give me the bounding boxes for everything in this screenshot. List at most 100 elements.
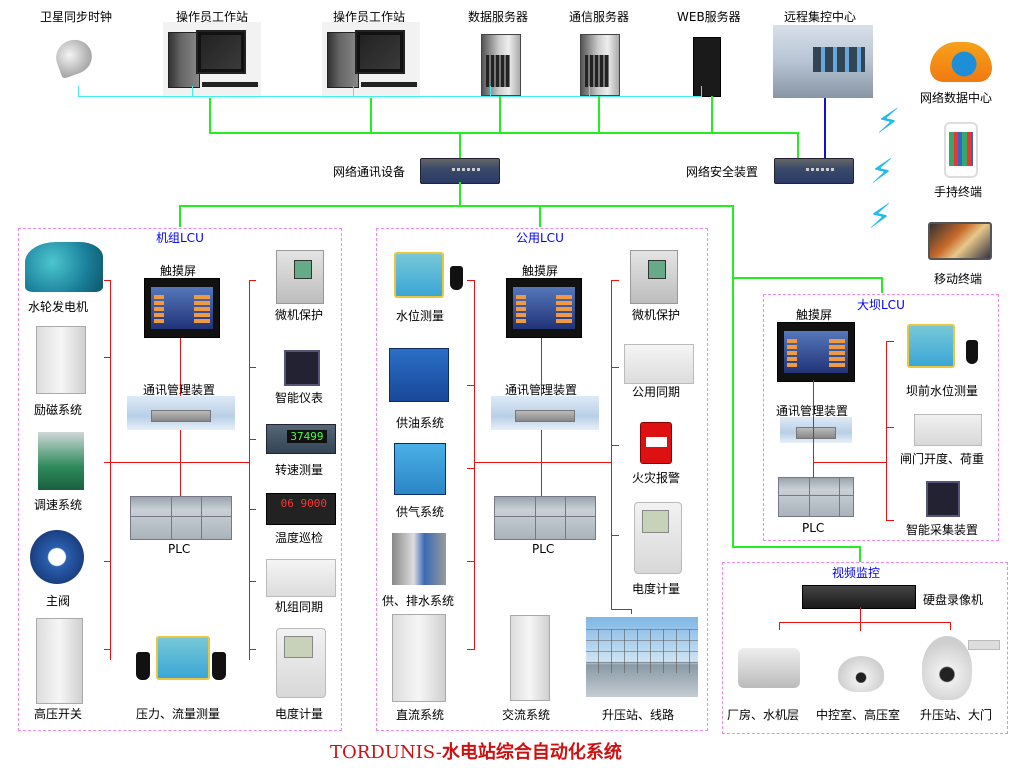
firewall-icon bbox=[774, 158, 854, 184]
ethernet-drop-line bbox=[179, 205, 181, 227]
sync-drop-line bbox=[701, 86, 702, 97]
monitor-icon bbox=[355, 30, 405, 74]
touch-screen-icon bbox=[506, 278, 582, 338]
flow-meter-icon bbox=[156, 636, 210, 680]
lcu-distribution-line bbox=[179, 205, 734, 207]
synchronizer-icon bbox=[624, 344, 694, 384]
bus-tap bbox=[886, 341, 894, 342]
wireless-bolt-icon: ⚡ bbox=[868, 197, 892, 237]
plc-icon bbox=[778, 477, 854, 517]
ethernet-drop-line bbox=[859, 546, 861, 562]
satellite-dish-icon bbox=[51, 34, 97, 80]
dam-right-label: 坝前水位测量 bbox=[906, 384, 979, 398]
bus-tap bbox=[611, 367, 619, 368]
dam-right-bus bbox=[886, 341, 887, 521]
hydro-generator-icon bbox=[25, 242, 103, 292]
dvr-label: 硬盘录像机 bbox=[923, 593, 984, 607]
oil-system-icon bbox=[389, 348, 449, 402]
dvr-icon bbox=[802, 585, 916, 609]
bus-tap bbox=[249, 649, 256, 650]
camera-mount-icon bbox=[968, 640, 1000, 650]
bus-tap bbox=[249, 581, 256, 582]
camera-label: 厂房、水机层 bbox=[727, 708, 800, 722]
comm-server-icon bbox=[580, 34, 620, 96]
dam-plc-label: PLC bbox=[802, 521, 825, 535]
control-room-icon bbox=[773, 25, 873, 98]
plc-icon bbox=[494, 496, 596, 540]
unit-left-label: 主阀 bbox=[46, 594, 71, 608]
unit-right-label: 温度巡检 bbox=[275, 531, 324, 545]
handheld-terminal-label: 手持终端 bbox=[934, 185, 983, 199]
public-left-label: 供气系统 bbox=[396, 505, 445, 519]
ethernet-drop-line bbox=[459, 132, 461, 158]
camera-label: 升压站、大门 bbox=[920, 708, 993, 722]
energy-meter-icon bbox=[276, 628, 326, 698]
probe-icon bbox=[212, 652, 226, 680]
public-bottom-label: 交流系统 bbox=[502, 708, 551, 722]
bus-tap bbox=[611, 609, 632, 610]
ethernet-drop-line bbox=[711, 96, 713, 133]
dam-right-label: 闸门开度、荷重 bbox=[900, 452, 985, 466]
web-server-label: WEB服务器 bbox=[677, 10, 741, 24]
gate-display-icon bbox=[914, 414, 982, 446]
ethernet-backbone-line bbox=[209, 132, 799, 134]
unit-left-label: 水轮发电机 bbox=[28, 300, 89, 314]
sync-bus-line bbox=[202, 96, 602, 97]
touch-screen-icon bbox=[144, 278, 220, 338]
sync-drop-line bbox=[490, 86, 491, 97]
video-surveillance-group bbox=[722, 562, 1008, 734]
ac-cabinet-icon bbox=[510, 615, 550, 701]
data-server-icon bbox=[481, 34, 521, 96]
ethernet-branch-line bbox=[732, 277, 882, 279]
dam-touch-label: 触摸屏 bbox=[796, 308, 833, 322]
public-bottom-label: 升压站、线路 bbox=[602, 708, 675, 722]
dome-camera-icon bbox=[838, 656, 884, 692]
bus-tap bbox=[467, 561, 475, 562]
smart-collector-icon bbox=[926, 481, 960, 517]
governor-icon bbox=[38, 432, 84, 490]
comm-manager-icon bbox=[780, 417, 852, 443]
unit-comm-label: 通讯管理装置 bbox=[143, 383, 216, 397]
main-valve-icon bbox=[30, 530, 84, 584]
network-security-device-label: 网络安全装置 bbox=[686, 165, 759, 179]
dam-right-label: 智能采集装置 bbox=[906, 523, 979, 537]
public-right-label: 火灾报警 bbox=[632, 471, 681, 485]
web-server-icon bbox=[693, 37, 721, 97]
bullet-camera-icon bbox=[738, 648, 800, 688]
bus-tap bbox=[611, 535, 619, 536]
public-right-label: 公用同期 bbox=[632, 385, 681, 399]
unit-plc-label: PLC bbox=[168, 542, 191, 556]
dam-lcu-group bbox=[763, 294, 999, 541]
remote-control-center-label: 远程集控中心 bbox=[784, 10, 857, 24]
ethernet-drop-line bbox=[598, 96, 600, 133]
bus-tap bbox=[631, 609, 632, 614]
energy-meter-icon bbox=[634, 502, 682, 574]
unit-right-label: 智能仪表 bbox=[275, 391, 324, 405]
public-left-label: 水位测量 bbox=[396, 309, 445, 323]
substation-icon bbox=[586, 617, 698, 697]
bus-tap bbox=[249, 439, 256, 440]
public-right-label: 微机保护 bbox=[632, 308, 681, 322]
data-server-label: 数据服务器 bbox=[468, 10, 529, 24]
unit-left-label: 高压开关 bbox=[34, 707, 83, 721]
comm-manager-icon bbox=[127, 396, 235, 430]
public-left-label: 直流系统 bbox=[396, 708, 445, 722]
mobile-terminal-label: 移动终端 bbox=[934, 272, 983, 286]
ethernet-trunk-line bbox=[732, 205, 734, 548]
public-lcu-group bbox=[376, 228, 708, 731]
unit-left-bus bbox=[110, 280, 111, 660]
sync-drop-line bbox=[192, 86, 193, 97]
ethernet-branch-line bbox=[732, 546, 860, 548]
bus-tap bbox=[611, 280, 619, 281]
unit-right-label: 转速测量 bbox=[275, 463, 324, 477]
ptz-camera-icon bbox=[922, 636, 972, 700]
unit-cross-bus bbox=[104, 462, 250, 463]
wireless-bolt-icon: ⚡ bbox=[870, 152, 894, 192]
ethernet-drop-line bbox=[370, 98, 372, 133]
public-cross-bus bbox=[474, 462, 612, 463]
workstation-2-label: 操作员工作站 bbox=[333, 10, 406, 24]
video-bus bbox=[860, 607, 861, 631]
public-lcu-title: 公用LCU bbox=[516, 231, 564, 245]
public-left-label: 供油系统 bbox=[396, 416, 445, 430]
excitation-cabinet-icon bbox=[36, 326, 86, 394]
